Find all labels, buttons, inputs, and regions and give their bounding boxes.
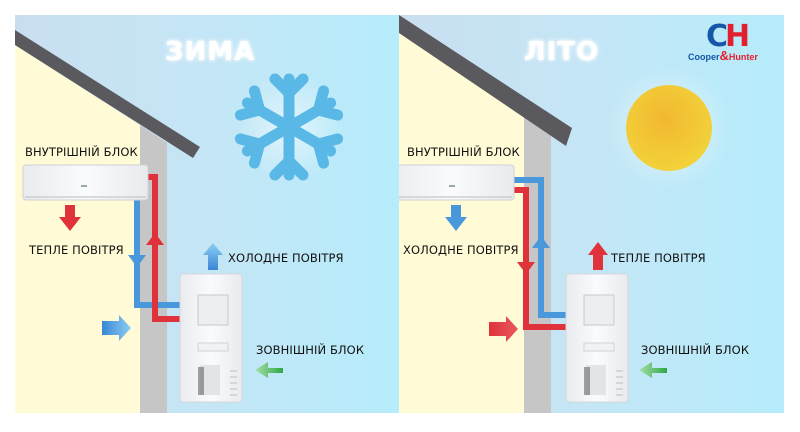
- outdoor-unit: [565, 273, 629, 403]
- season-title: ЗИМА: [165, 37, 256, 67]
- pipe-arrow-down-icon: [517, 262, 535, 274]
- intake-arrow-icon: [102, 315, 131, 341]
- pipe-arrow-down-icon: [128, 255, 146, 267]
- logo-ampersand: &: [719, 48, 729, 63]
- brand-logo: CH Cooper&Hunter: [688, 22, 788, 64]
- logo-word-hunter: Hunter: [728, 52, 758, 62]
- outdoor-air-label: ТЕПЛЕ ПОВІТРЯ: [611, 251, 706, 265]
- outdoor-intake-arrow-icon: [255, 362, 283, 378]
- roof: [399, 15, 572, 146]
- outdoor-intake-arrow-icon: [639, 362, 667, 378]
- snowflake-icon: [234, 72, 344, 182]
- indoor-unit-label: ВНУТРІШНІЙ БЛОК: [25, 145, 138, 159]
- outdoor-unit-label: ЗОВНІШНІЙ БЛОК: [641, 343, 750, 357]
- indoor-air-label: ХОЛОДНЕ ПОВІТРЯ: [403, 243, 519, 257]
- winter-scene: [15, 15, 400, 413]
- logo-word-cooper: Cooper: [688, 52, 720, 62]
- cold-air-arrow-icon: [445, 205, 467, 231]
- cold-air-arrow-icon: [203, 243, 223, 270]
- indoor-unit: [399, 164, 515, 201]
- logo-letter-h: H: [725, 19, 750, 54]
- house-wall: [524, 110, 551, 413]
- indoor-air-label: ТЕПЛЕ ПОВІТРЯ: [29, 243, 124, 257]
- intake-arrow-icon: [489, 316, 518, 342]
- logo-monogram: CH: [706, 19, 750, 54]
- summer-panel: ЛІТО ВНУТРІШНІЙ БЛОК ХОЛОДНЕ ПОВІТРЯ ТЕП…: [399, 15, 784, 413]
- indoor-unit: [22, 164, 149, 201]
- outdoor-air-label: ХОЛОДНЕ ПОВІТРЯ: [228, 251, 344, 265]
- roof: [15, 30, 200, 158]
- outdoor-unit: [179, 273, 243, 403]
- logo-letter-c: C: [706, 19, 728, 54]
- warm-air-arrow-icon: [59, 205, 81, 231]
- logo-wordmark: Cooper&Hunter: [688, 48, 758, 63]
- sun-icon: [607, 66, 731, 190]
- indoor-unit-label: ВНУТРІШНІЙ БЛОК: [407, 145, 520, 159]
- pipe-arrow-up-icon: [532, 236, 550, 248]
- outdoor-unit-label: ЗОВНІШНІЙ БЛОК: [256, 343, 365, 357]
- pipe-arrow-up-icon: [146, 233, 164, 245]
- season-title: ЛІТО: [524, 37, 600, 67]
- summer-scene: [399, 15, 784, 413]
- winter-panel: ЗИМА ВНУТРІШНІЙ БЛОК ТЕПЛЕ ПОВІТРЯ ХОЛОД…: [15, 15, 400, 413]
- warm-air-arrow-icon: [588, 242, 608, 270]
